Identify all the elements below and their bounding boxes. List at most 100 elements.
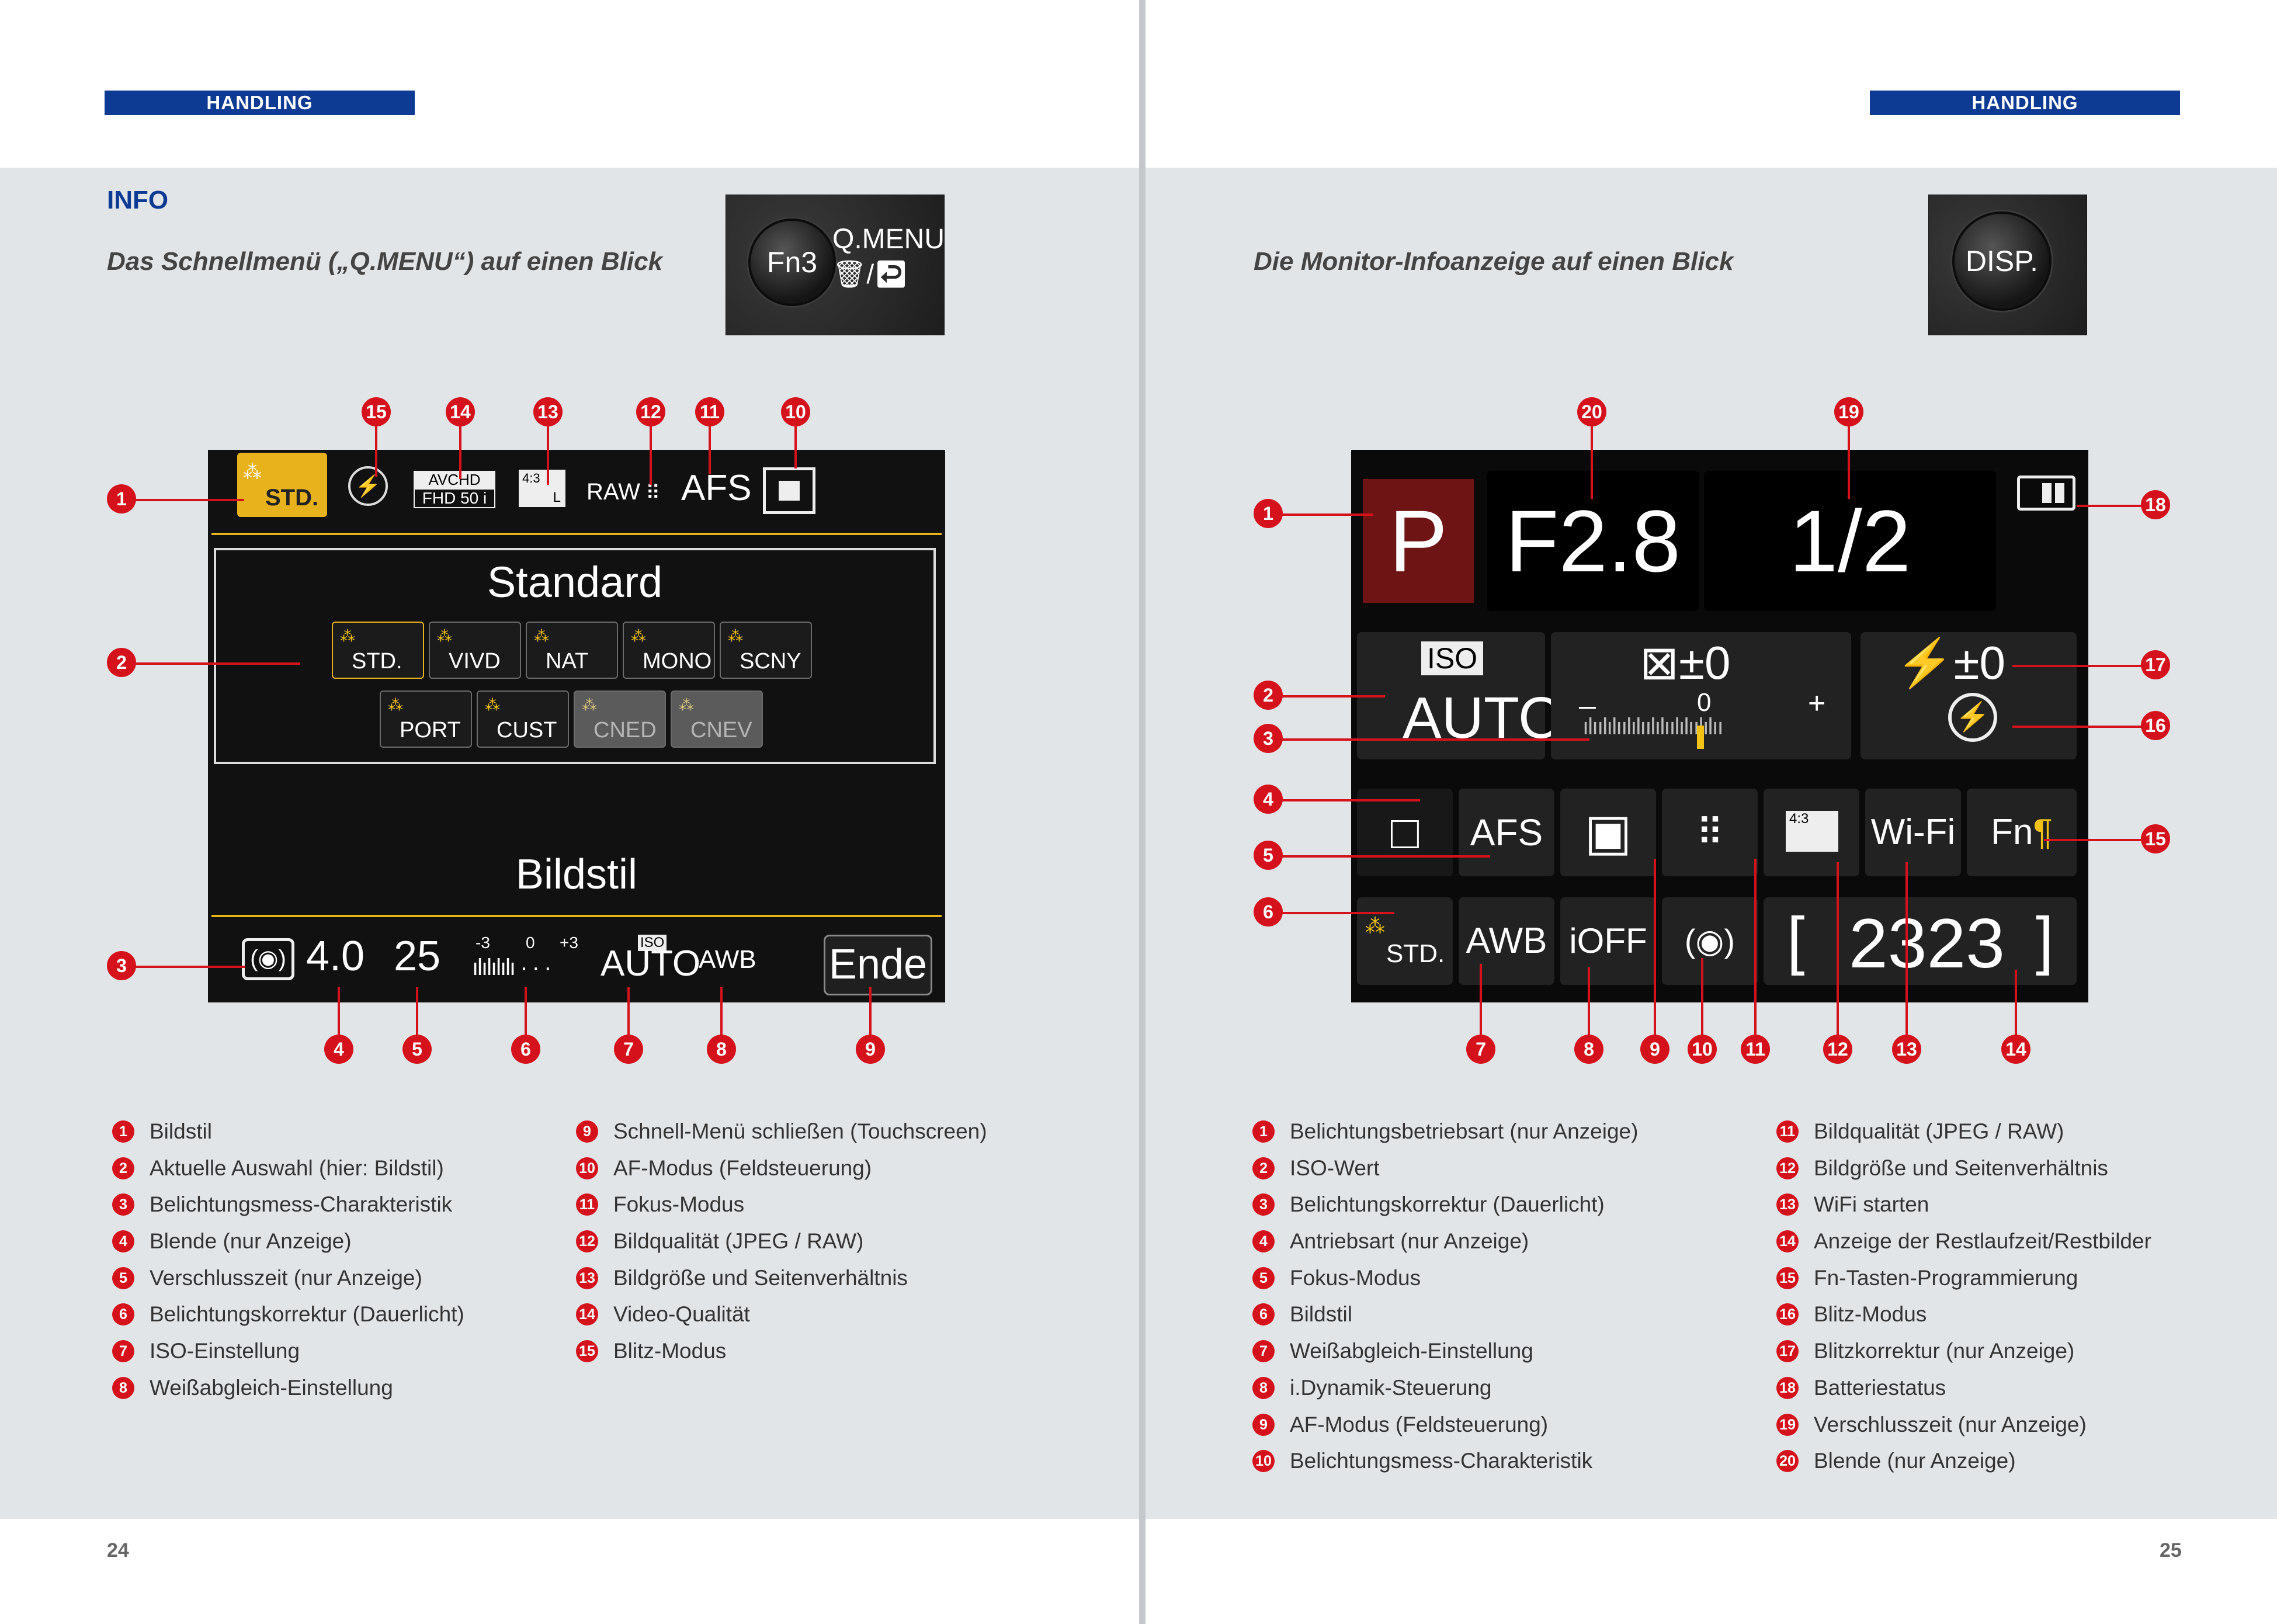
callout-badge: 20	[1577, 397, 1606, 426]
right-page: HANDLING Die Monitor-Infoanzeige auf ein…	[1146, 0, 2277, 1624]
monitor-info-screen: P F2.8 1/2 ISO AUTO ⊠±0 – 0 + ılıılılııl…	[1351, 450, 2088, 1002]
quality-cell[interactable]: ⠿	[1662, 789, 1758, 876]
page-subtitle: Die Monitor-Infoanzeige auf einen Blick	[1254, 247, 1734, 276]
image-size-cell[interactable]: 4:3	[1764, 789, 1859, 876]
callout-badge: 10	[1688, 1035, 1717, 1064]
callout-line	[122, 966, 245, 968]
focus-mode-cell[interactable]: AFS	[1459, 789, 1554, 876]
callout-badge: 2	[107, 648, 136, 677]
callout-line	[2015, 970, 2017, 1040]
callout-badge: 15	[362, 397, 391, 426]
photo-style-cell[interactable]: ⁂ STD.	[1357, 897, 1453, 985]
shutter-value: 25	[394, 933, 441, 980]
callout-badge: 18	[2141, 490, 2170, 519]
qmenu-label: Q.MENU	[832, 224, 945, 255]
callout-badge: 8	[707, 1035, 736, 1064]
video-quality-icon[interactable]: AVCHD FHD 50 i	[414, 471, 495, 508]
flash-off-icon[interactable]: ⚡	[348, 466, 388, 506]
callout-badge: 12	[1823, 1035, 1852, 1064]
style-chip-scny[interactable]: ⁂SCNY	[720, 622, 812, 679]
page-subtitle: Das Schnellmenü („Q.MENU“) auf einen Bli…	[107, 247, 663, 276]
callout-line	[1268, 695, 1385, 698]
selected-style-title: Standard	[487, 558, 663, 606]
callout-line	[375, 426, 377, 477]
callout-badge: 11	[1741, 1035, 1770, 1064]
flash-box[interactable]: ⚡±0 ⚡	[1861, 632, 2077, 759]
callout-badge: 19	[1834, 397, 1863, 426]
callout-badge: 6	[511, 1035, 540, 1064]
wb-setting[interactable]: AWB	[699, 945, 756, 974]
style-chip-cnev[interactable]: ⁂CNEV	[671, 690, 763, 748]
battery-icon	[2017, 476, 2075, 511]
style-chip-mono[interactable]: ⁂MONO	[623, 622, 715, 679]
image-size-icon[interactable]: 4:3 L	[519, 470, 565, 507]
callout-badge: 8	[1574, 1035, 1603, 1064]
exposure-comp-box[interactable]: ⊠±0 – 0 + ılıılılıılılıılılıılılıılılıı	[1551, 632, 1851, 759]
callout-badge: 3	[107, 951, 136, 980]
callout-line	[650, 426, 652, 485]
drive-mode-cell[interactable]: □	[1357, 789, 1453, 876]
callout-badge: 10	[781, 397, 810, 426]
callout-line	[1268, 513, 1373, 516]
page-number: 25	[2160, 1539, 2182, 1561]
style-chip-nat[interactable]: ⁂NAT	[526, 622, 618, 679]
callout-line	[1480, 964, 1482, 1040]
style-chip-cust[interactable]: ⁂CUST	[477, 690, 569, 748]
selection-panel: Standard ⁂STD. ⁂VIVD ⁂NAT ⁂MONO ⁂SCNY ⁂P…	[214, 548, 936, 764]
af-area-cell[interactable]: ▣	[1560, 789, 1656, 876]
callout-line	[547, 426, 549, 485]
style-chip-std[interactable]: ⁂STD.	[332, 622, 424, 679]
callout-badge: 1	[1254, 499, 1283, 528]
qmenu-screen: ⁂ STD. ⚡ AVCHD FHD 50 i 4:3 L RAW ⠿ AFS …	[208, 450, 945, 1002]
fn3-button: Fn3	[748, 218, 836, 306]
photo-style-icon[interactable]: ⁂ STD.	[237, 453, 327, 517]
left-page: HANDLING INFO Das Schnellmenü („Q.MENU“)…	[0, 91, 1139, 1561]
wifi-cell[interactable]: Wi-Fi	[1865, 789, 1961, 876]
idynamic-cell[interactable]: iOFF	[1560, 897, 1656, 985]
callout-line	[1588, 967, 1590, 1040]
focus-mode-afs[interactable]: AFS	[681, 468, 752, 508]
style-chip-cned[interactable]: ⁂CNED	[574, 690, 666, 748]
white-balance-cell[interactable]: AWB	[1459, 897, 1554, 985]
style-chip-vivd[interactable]: ⁂VIVD	[429, 622, 521, 679]
callout-line	[869, 987, 872, 1040]
callout-badge: 17	[2141, 650, 2170, 679]
callout-badge: 16	[2141, 711, 2170, 740]
disp-button-photo: DISP.	[1928, 195, 2087, 335]
callout-line	[1268, 912, 1394, 914]
callout-badge: 12	[636, 397, 665, 426]
quality-raw-icon[interactable]: RAW ⠿	[586, 479, 661, 505]
iso-setting[interactable]: ISO AUTO	[601, 935, 701, 984]
divider-top	[211, 533, 942, 535]
callout-line	[627, 987, 630, 1040]
fn-settings-cell[interactable]: Fn¶	[1967, 789, 2077, 876]
remaining-shots-cell: [ 2323 ]	[1764, 897, 2077, 985]
callout-badge: 6	[1254, 897, 1283, 926]
end-button[interactable]: Ende	[824, 935, 932, 995]
metering-cell[interactable]: (◉)	[1662, 897, 1758, 985]
callout-badge: 2	[1254, 681, 1283, 710]
metering-icon[interactable]: (◉)	[242, 938, 294, 980]
callout-badge: 4	[324, 1035, 353, 1064]
style-chip-port[interactable]: ⁂PORT	[380, 690, 472, 748]
af-area-icon[interactable]	[763, 467, 815, 514]
